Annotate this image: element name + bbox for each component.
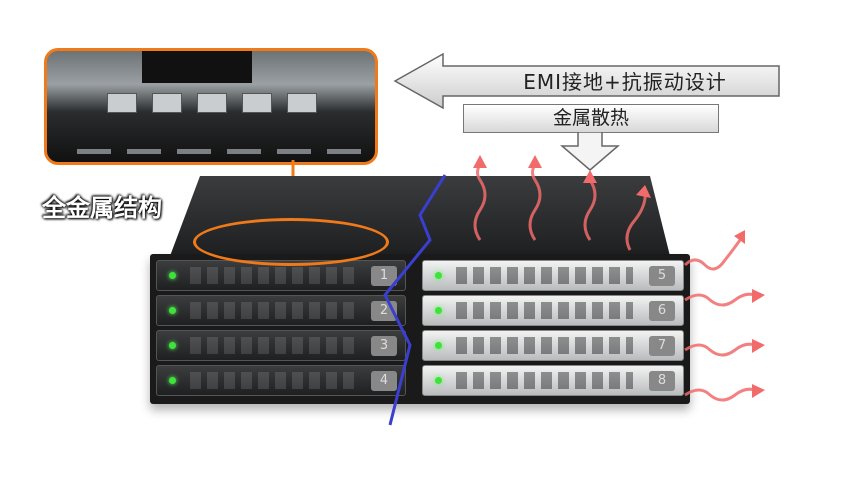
emi-grounding-label: EMI接地+抗振动设计	[523, 70, 727, 94]
highlight-ellipse	[193, 218, 389, 266]
left-arrow-icon	[393, 52, 780, 110]
drive-bay-3[interactable]: 3	[156, 330, 406, 361]
bay-number: 7	[649, 336, 675, 356]
bay-number: 3	[371, 336, 397, 356]
drive-bay-7[interactable]: 7	[422, 330, 684, 361]
drive-bay-6[interactable]: 6	[422, 295, 684, 326]
bay-number: 4	[371, 371, 397, 391]
all-metal-structure-label: 全金属结构	[42, 194, 162, 222]
down-arrow-icon	[560, 132, 620, 171]
drive-bay-5[interactable]: 5	[422, 260, 684, 291]
bay-number: 5	[649, 266, 675, 286]
metal-heat-dissipation-label: 金属散热	[463, 104, 719, 133]
bay-number: 8	[649, 371, 675, 391]
detail-callout-image	[44, 48, 378, 165]
drive-enclosure: 1 2 3 4 5 6 7 8	[150, 176, 690, 406]
split-zigzag-line	[383, 174, 447, 426]
drive-bay-2[interactable]: 2	[156, 295, 406, 326]
drive-bay-1[interactable]: 1	[156, 260, 406, 291]
drive-bay-8[interactable]: 8	[422, 365, 684, 396]
bay-number: 6	[649, 301, 675, 321]
drive-bay-4[interactable]: 4	[156, 365, 406, 396]
heat-wave-arrows-icon	[473, 155, 765, 402]
bay-number: 1	[371, 266, 397, 286]
